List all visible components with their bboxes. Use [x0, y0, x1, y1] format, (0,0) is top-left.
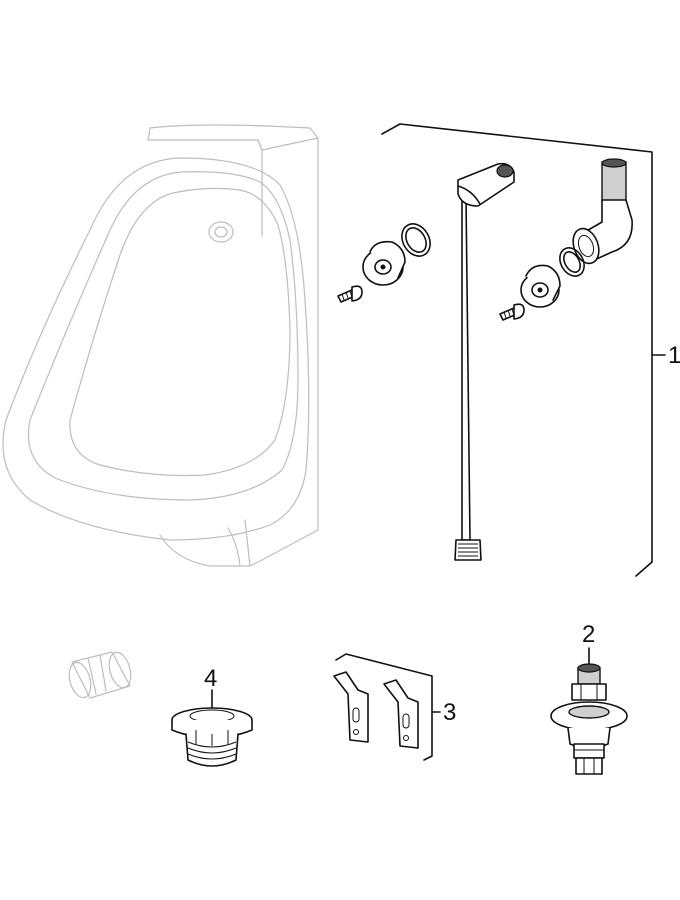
callout-label-4: 4: [204, 665, 217, 692]
callout-label-3: 3: [443, 699, 456, 726]
callout-label-2: 2: [582, 621, 595, 648]
callout-label-1: 1: [668, 342, 680, 369]
flush-pipe-long: [454, 162, 515, 561]
pipe-coupling-ghost: [68, 651, 132, 699]
o-ring-left: [401, 223, 431, 257]
screw-left: [337, 285, 363, 303]
callout-bracket-1: 1: [381, 123, 680, 577]
fixing-brackets-item3: 3: [333, 653, 456, 761]
spray-cap-left: [362, 240, 406, 286]
spray-cap-right: [520, 264, 561, 308]
elbow-connector: [572, 158, 633, 265]
outlet-connector-item4: 4: [171, 665, 253, 767]
urinal-bowl-ghost: [2, 124, 319, 567]
o-ring-right: [559, 247, 585, 277]
screw-right: [499, 303, 525, 321]
valve-insert-item2: 2: [550, 621, 628, 775]
